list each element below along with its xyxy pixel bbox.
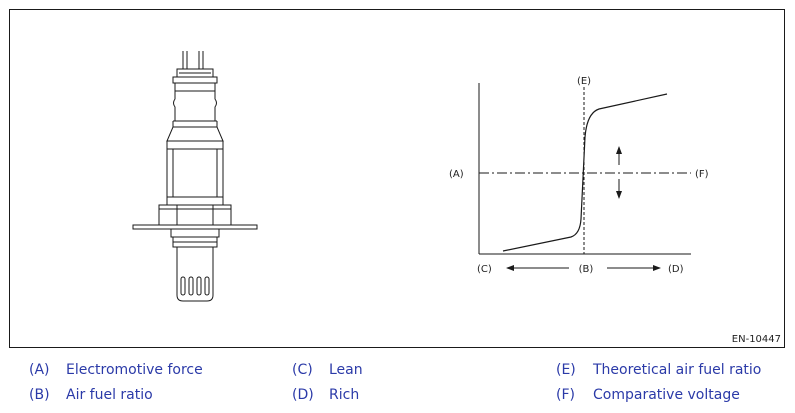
legend-text: Comparative voltage: [593, 387, 740, 403]
figure-id-label: EN-10447: [731, 334, 781, 345]
oxygen-sensor-illustration: [132, 51, 258, 302]
label-e: (E): [577, 76, 591, 87]
figure-drawing: (E) (A) (F) (C) (B) (D): [132, 51, 709, 302]
legend-code: (F): [556, 387, 575, 403]
legend-text: Rich: [329, 387, 360, 403]
legend-code: (D): [292, 387, 314, 403]
legend-code: (B): [29, 387, 50, 403]
legend-item: (C) Lean: [292, 362, 363, 378]
legend-text: Air fuel ratio: [66, 387, 153, 403]
legend-code: (A): [29, 362, 50, 378]
label-c: (C): [477, 264, 492, 275]
legend-item: (A) Electromotive force: [29, 362, 203, 378]
legend-code: (C): [292, 362, 313, 378]
legend-item: (D) Rich: [292, 387, 359, 403]
legend-text: Lean: [329, 362, 363, 378]
legend-code: (E): [556, 362, 576, 378]
legend-text: Theoretical air fuel ratio: [593, 362, 762, 378]
label-a: (A): [449, 169, 464, 180]
legend-item: (B) Air fuel ratio: [29, 387, 153, 403]
label-f: (F): [695, 169, 709, 180]
legend-item: (F) Comparative voltage: [556, 387, 740, 403]
figure-frame: [9, 9, 785, 348]
legend-item: (E) Theoretical air fuel ratio: [556, 362, 761, 378]
sensor-output-graph: [478, 83, 691, 271]
sensor-response-curve: [502, 93, 668, 252]
legend-text: Electromotive force: [66, 362, 203, 378]
label-d: (D): [668, 264, 684, 275]
label-b: (B): [579, 264, 594, 275]
